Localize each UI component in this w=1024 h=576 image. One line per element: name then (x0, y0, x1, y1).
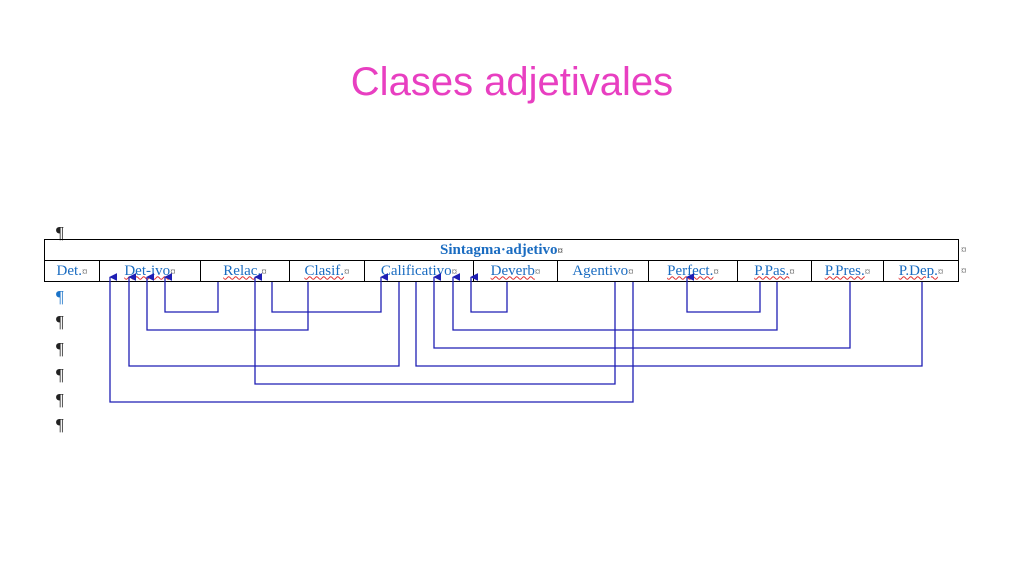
column-cell: Det.¤ (44, 260, 100, 282)
cell-mark: ¤ (534, 265, 541, 278)
cell-mark: ¤ (789, 265, 795, 278)
cell-mark: ¤ (344, 265, 350, 278)
cell-mark: ¤ (451, 265, 458, 278)
column-label: Agentivo (572, 262, 629, 279)
pilcrow-2: ¶ (56, 312, 64, 331)
column-label: Clasif. (304, 262, 345, 279)
cell-mark: ¤ (557, 244, 564, 257)
slide-title: Clases adjetivales (350, 60, 674, 104)
column-cell: Deverb¤ (473, 260, 558, 282)
cell-mark: ¤ (937, 265, 944, 278)
column-label: P.Pres. (824, 262, 865, 279)
connector-detivo-clasif (146, 273, 309, 331)
connector-relac-agentivo (254, 273, 616, 385)
column-label: Deverb (490, 262, 535, 279)
column-label: Perfect. (667, 262, 714, 279)
column-label: P.Pas. (754, 262, 790, 279)
column-label: Relac. (223, 262, 262, 279)
column-cell: Perfect.¤ (648, 260, 738, 282)
connector-detivo-agentivo (109, 273, 634, 403)
connector-calificativo-ppres (433, 273, 851, 349)
connector-calificativo-pdep (415, 282, 923, 367)
column-cell: Clasif.¤ (289, 260, 365, 282)
column-cell: P.Dep.¤ (882, 260, 960, 282)
pilcrow-3: ¶ (56, 339, 64, 358)
connector-relac-calificativo (271, 273, 389, 313)
connector-detivo-relac (164, 273, 219, 313)
column-cell: P.Pas.¤ (737, 260, 812, 282)
row-end-mark-labels: ¤ (961, 265, 967, 277)
connector-detivo-calificativo (128, 273, 400, 367)
table-labels-row: Det.¤Det-ivo¤Relac.¤Clasif.¤Calificativo… (44, 260, 960, 282)
cell-mark: ¤ (628, 265, 634, 278)
column-cell: Relac.¤ (200, 260, 290, 282)
connector-perfect-ppas (686, 273, 761, 313)
column-label: P.Dep. (898, 262, 938, 279)
pilcrow-4: ¶ (56, 365, 64, 384)
connector-deverb-calificativo (470, 273, 508, 313)
column-cell: P.Pres.¤ (811, 260, 884, 282)
cell-mark: ¤ (81, 265, 88, 278)
cell-mark: ¤ (713, 265, 719, 278)
adjective-classes-table: Sintagma·adjetivo¤ Det.¤Det-ivo¤Relac.¤C… (43, 239, 960, 282)
cell-mark: ¤ (170, 265, 176, 278)
cell-mark: ¤ (864, 265, 871, 278)
cell-mark: ¤ (261, 265, 267, 278)
pilcrow-1: ¶ (56, 287, 64, 306)
row-end-mark-header: ¤ (961, 244, 967, 256)
column-label: Det. (56, 262, 82, 279)
header-label: Sintagma·adjetivo (440, 241, 558, 258)
pilcrow-5: ¶ (56, 390, 64, 409)
pilcrow-6: ¶ (56, 415, 64, 434)
pilcrow-top: ¶ (56, 223, 64, 242)
